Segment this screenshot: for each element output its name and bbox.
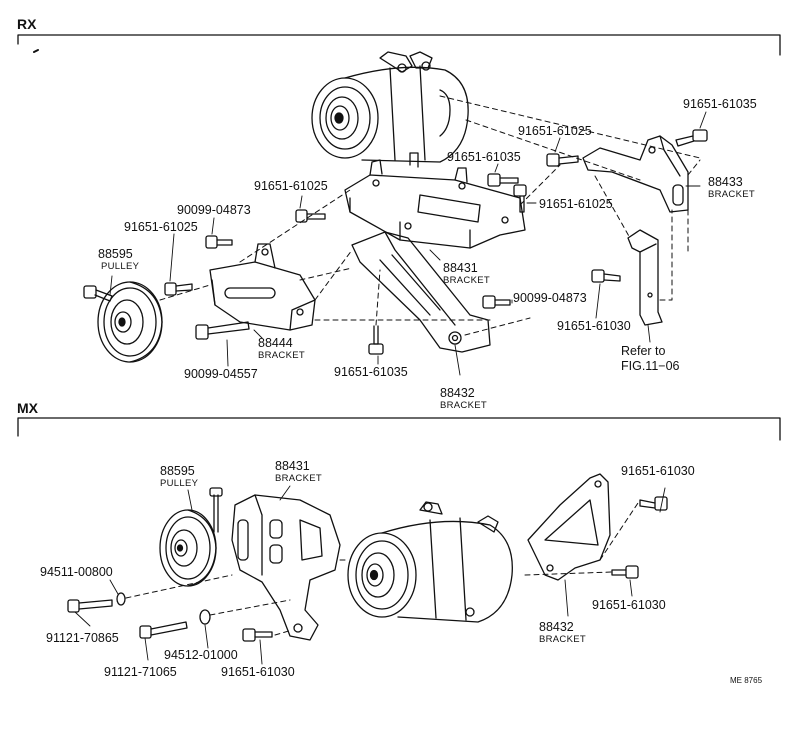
rx-label-88433-bracket: BRACKET	[708, 189, 755, 200]
rx-bolt-91651-61025-c	[513, 184, 527, 213]
rx-label-88595: 88595	[98, 247, 133, 261]
mx-label-91121-71065: 91121-71065	[104, 665, 177, 679]
rx-bracket-88431	[344, 152, 526, 249]
rx-label-88431: 88431	[443, 261, 478, 275]
rx-label-90099-04873-a: 90099-04873	[177, 203, 251, 217]
mx-bolt-91651-61030-b	[242, 628, 273, 642]
mx-bolt-91121-71065	[139, 621, 188, 639]
mx-bolt-91651-61030-c	[611, 565, 639, 579]
mx-label-88595: 88595	[160, 464, 195, 478]
rx-label-90099-04873-b: 90099-04873	[513, 291, 587, 305]
rx-bolt-91651-61025-a	[546, 153, 579, 167]
diagram-code: ME 8765	[730, 676, 763, 685]
rx-bolt-90099-04873-b	[482, 295, 511, 309]
rx-label-88444: 88444	[258, 336, 293, 350]
rx-label-pulley: PULLEY	[101, 261, 140, 272]
mx-label-94511-00800: 94511-00800	[40, 565, 113, 579]
mx-washer-94512-01000	[199, 609, 211, 625]
rx-bracket-88444	[209, 243, 316, 331]
rx-bolt-91651-61035-b	[487, 173, 519, 187]
mx-bracket-88431	[231, 494, 341, 641]
rx-bolt-90099-04873-a	[205, 235, 233, 249]
rx-label-90099-04557: 90099-04557	[184, 367, 258, 381]
rx-label-88432: 88432	[440, 386, 475, 400]
rx-label-91651-61035-c: 91651-61035	[334, 365, 408, 379]
rx-label-91651-61025-d: 91651-61025	[254, 179, 328, 193]
rx-bolt-91651-61025-e	[164, 282, 193, 296]
mx-label-88431: 88431	[275, 459, 310, 473]
rx-label-91651-61025-a: 91651-61025	[518, 124, 592, 138]
mx-label-94512-01000: 94512-01000	[164, 648, 238, 662]
mx-bolt-91651-61030-a	[639, 496, 668, 511]
rx-label-91651-61030: 91651-61030	[557, 319, 631, 333]
rx-label-88444-bracket: BRACKET	[258, 350, 305, 361]
rx-label-91651-61025-c: 91651-61025	[539, 197, 613, 211]
rx-compressor	[311, 51, 469, 163]
rx-pulley-88595	[97, 281, 163, 363]
rx-section-title: RX	[17, 16, 37, 32]
rx-guide-lines	[159, 95, 701, 336]
rx-label-88432-bracket: BRACKET	[440, 400, 487, 411]
mx-label-88432-bracket: BRACKET	[539, 634, 586, 645]
rx-label-91651-61035-b: 91651-61035	[447, 150, 521, 164]
mx-compressor	[347, 501, 513, 623]
mx-section-frame	[17, 417, 781, 441]
rx-section-frame	[17, 34, 781, 56]
mx-label-88431-bracket: BRACKET	[275, 473, 322, 484]
rx-label-91651-61035-top: 91651-61035	[683, 97, 757, 111]
rx-bolt-91651-61035-c	[368, 325, 384, 355]
mx-bracket-88432	[527, 473, 611, 581]
rx-label-refer-to: Refer to	[621, 344, 666, 358]
mx-washer-94511-00800	[116, 592, 126, 606]
mx-guide-lines	[125, 499, 641, 636]
mx-section-title: MX	[17, 400, 38, 416]
mx-label-91651-61030-b: 91651-61030	[221, 665, 295, 679]
mx-label-91651-61030-a: 91651-61030	[621, 464, 695, 478]
rx-bolt-pulley	[83, 285, 113, 302]
mx-label-91121-70865: 91121-70865	[46, 631, 119, 645]
rx-bracket-88432	[351, 231, 491, 353]
leader-lines	[74, 111, 707, 665]
rx-refer-bracket	[627, 229, 663, 326]
mx-pulley-88595	[159, 487, 223, 587]
rx-label-fig-ref: FIG.11−06	[621, 359, 680, 373]
mx-label-88432: 88432	[539, 620, 574, 634]
rx-label-91651-61025-e: 91651-61025	[124, 220, 198, 234]
mx-bolt-91121-70865	[67, 599, 113, 613]
rx-bolt-90099-04557	[195, 321, 250, 340]
rx-bolt-91651-61030	[591, 269, 621, 283]
rx-bolt-91651-61035-top	[675, 129, 708, 147]
mx-label-91651-61030-c: 91651-61030	[592, 598, 666, 612]
rx-bracket-88433	[582, 135, 689, 213]
rx-label-88431-bracket: BRACKET	[443, 275, 490, 286]
rx-label-88433: 88433	[708, 175, 743, 189]
mx-label-pulley: PULLEY	[160, 478, 199, 489]
